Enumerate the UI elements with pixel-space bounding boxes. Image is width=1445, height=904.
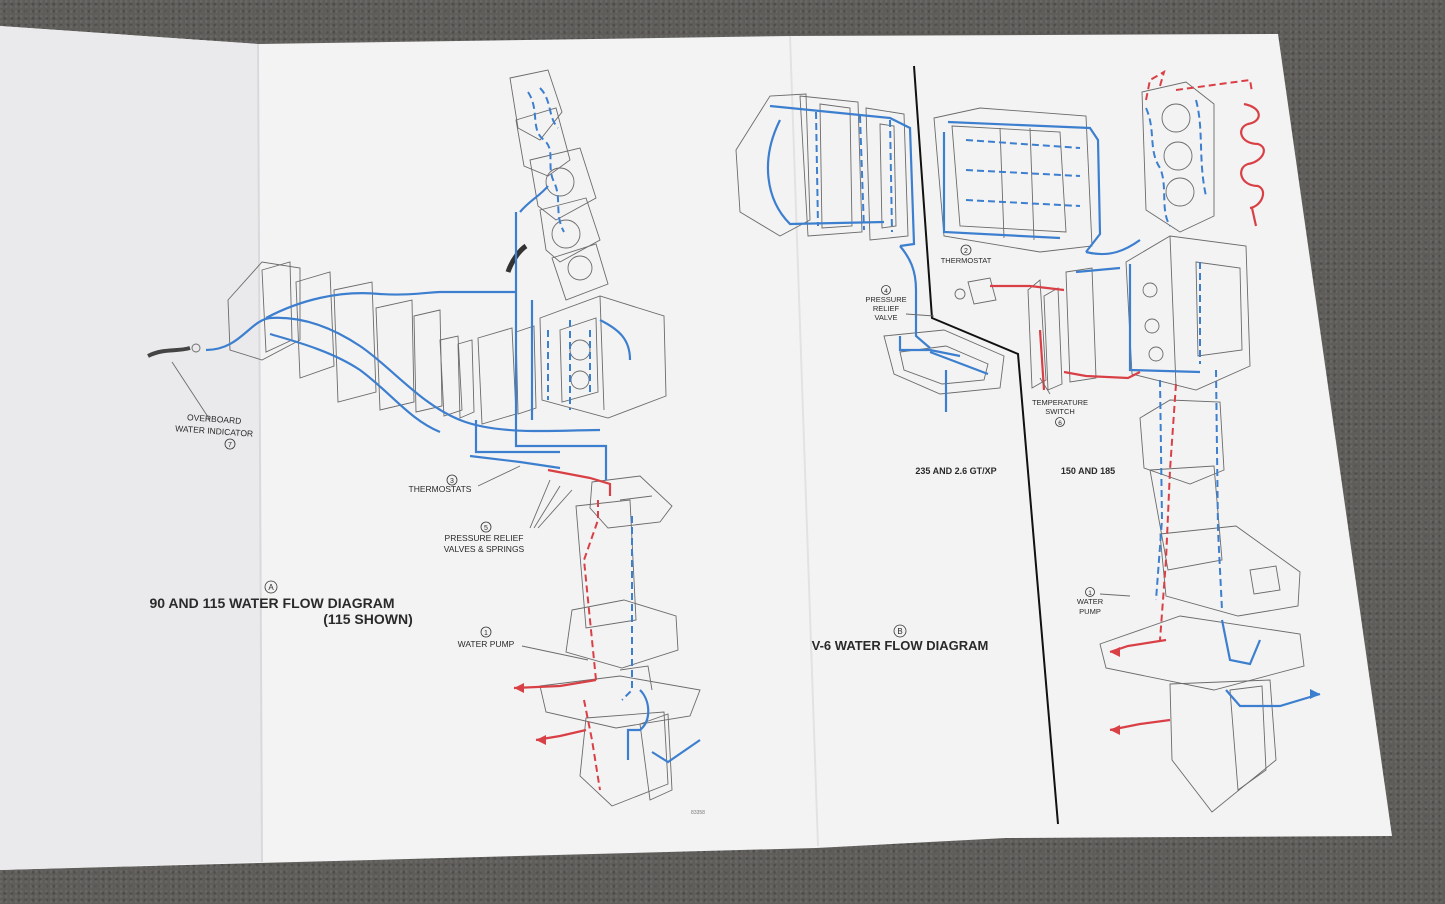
diagram-b-title: V-6 WATER FLOW DIAGRAM [812,638,989,653]
relief-b-marker-circle [881,285,891,295]
part-number: 83358 [691,810,705,816]
pump-b-marker: 1 [1088,590,1092,597]
relief-label-line2: VALVES & SPRINGS [444,544,525,554]
fold-line [789,35,819,847]
relief-marker: 5 [484,525,488,532]
thermostat-b-marker: 2 [964,248,968,255]
overboard-label-line1: OVERBOARD [187,412,242,426]
relief-b-label-line3: VALVE [874,313,897,322]
diagram-a-title: 90 AND 115 WATER FLOW DIAGRAM [149,595,394,611]
temp-switch-label-line2: SWITCH [1045,407,1075,416]
relief-b-marker: 4 [884,288,888,295]
relief-b-label-line1: PRESSURE [865,295,906,304]
temp-switch-marker-circle [1055,417,1065,427]
paper-left-fold [0,26,262,870]
model-label-235: 235 AND 2.6 GT/XP [915,466,996,476]
engine-drawing-a [147,69,701,807]
temp-switch-marker: 6 [1058,420,1062,427]
water-flow-paths-b [766,69,1321,735]
diagram-b-marker: B [897,627,902,636]
overboard-marker-circle [224,438,236,450]
pump-a-marker: 1 [484,630,488,637]
model-label-150: 150 AND 185 [1061,466,1115,476]
thermostats-marker-circle [446,474,458,486]
thermostat-b-marker-circle [960,244,972,256]
thermostats-label: THERMOSTATS [409,484,472,494]
pump-b-marker-circle [1085,587,1095,597]
pump-a-marker-circle [480,626,492,638]
diagram-a-marker: A [268,583,274,592]
relief-marker-circle [480,521,492,533]
thermostats-marker: 3 [450,478,454,485]
relief-b-label-line2: RELIEF [873,304,900,313]
thermostat-b-label: THERMOSTAT [941,256,992,265]
engine-drawing-b [735,81,1305,813]
diagram-a-marker-circle [264,580,278,594]
overboard-marker: 7 [228,442,232,449]
pump-b-label-line2: PUMP [1079,607,1101,616]
fold-line [257,43,263,863]
pump-b-label-line1: WATER [1077,597,1104,606]
diagram-b-marker-circle [893,624,907,638]
relief-label-line1: PRESSURE RELIEF [445,533,524,543]
water-flow-paths-a [171,87,701,791]
divider-line [913,65,1059,825]
pump-a-label: WATER PUMP [458,639,515,649]
diagram-a-subtitle: (115 SHOWN) [323,611,412,627]
temp-switch-label-line1: TEMPERATURE [1032,398,1088,407]
